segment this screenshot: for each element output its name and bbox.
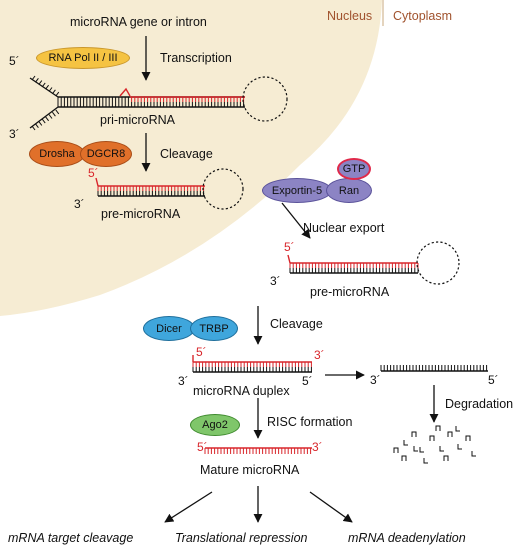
pri-microrna-stem — [57, 96, 245, 108]
exportin-5-pill: Exportin-5 — [262, 178, 332, 203]
pre-microrna-nuclear-stem — [97, 185, 205, 197]
translational-repression-label: Translational repression — [175, 531, 308, 545]
gtp-pill: GTP — [337, 158, 371, 180]
pre-nuclear-five-prime: 5´ — [88, 166, 99, 180]
duplex-red-five-prime: 5´ — [196, 345, 207, 359]
pre-microrna-cyto-stem — [289, 262, 419, 274]
pri-three-prime: 3´ — [9, 127, 20, 141]
passenger-three-prime: 3´ — [370, 373, 381, 387]
target-cleavage-arrow — [164, 491, 213, 523]
duplex-black-three-prime: 3´ — [178, 374, 189, 388]
ran-pill: Ran — [326, 178, 372, 203]
cleavage-label-1: Cleavage — [160, 147, 213, 161]
nuclear-export-arrow — [281, 202, 311, 239]
cleavage-label-2: Cleavage — [270, 317, 323, 331]
pre-microrna-cytoplasm-label: pre-microRNA — [310, 285, 390, 299]
pre-nuclear-overhang — [95, 177, 99, 187]
dgcr8-pill: DGCR8 — [80, 141, 132, 167]
pre-microrna-nuclear-loop — [202, 168, 244, 210]
cytoplasm-label: Cytoplasm — [393, 9, 453, 23]
nuclear-export-label: Nuclear export — [303, 221, 385, 235]
pre-microrna-nuclear-label: pre-microRNA — [101, 207, 181, 221]
rna-polymerase-pill: RNA Pol II / III — [36, 47, 130, 69]
pri-cleavage-mark — [119, 87, 131, 97]
microrna-duplex-ladder — [192, 361, 312, 373]
transcription-label: Transcription — [160, 51, 232, 65]
degradation-label: Degradation — [445, 397, 514, 411]
deadenylation-arrow — [309, 491, 353, 523]
passenger-five-prime: 5´ — [488, 373, 499, 387]
nucleus-region — [0, 0, 382, 316]
pre-cyto-overhang — [287, 254, 291, 264]
pri-microrna-loop — [242, 76, 288, 122]
duplex-black-five-prime: 5´ — [302, 374, 313, 388]
pre-cyto-five-prime: 5´ — [284, 240, 295, 254]
dicer-pill: Dicer — [143, 316, 195, 341]
pri-microrna-tails — [29, 77, 59, 129]
drosha-pill: Drosha — [29, 141, 85, 167]
pre-cyto-three-prime: 3´ — [270, 274, 281, 288]
pri-five-prime: 5´ — [9, 54, 20, 68]
trbp-pill: TRBP — [190, 316, 238, 341]
mrna-target-cleavage-label: mRNA target cleavage — [8, 531, 134, 545]
risc-formation-label: RISC formation — [267, 415, 353, 429]
ago2-pill: Ago2 — [190, 414, 240, 436]
mature-five-prime: 5´ — [197, 440, 208, 454]
mature-microrna-strand — [204, 447, 312, 454]
pri-microrna-label: pri-microRNA — [100, 113, 175, 127]
degraded-fragments — [393, 425, 476, 464]
mature-three-prime: 3´ — [312, 440, 323, 454]
nucleus-label: Nucleus — [327, 9, 373, 23]
passenger-strand — [380, 365, 488, 372]
pre-nuclear-three-prime: 3´ — [74, 197, 85, 211]
pre-microrna-cyto-loop — [416, 241, 460, 285]
mature-microrna-label: Mature microRNA — [200, 463, 300, 477]
mrna-deadenylation-label: mRNA deadenylation — [348, 531, 466, 545]
microrna-duplex-label: microRNA duplex — [193, 384, 290, 398]
gene-source-label: microRNA gene or intron — [70, 15, 207, 29]
duplex-red-three-prime: 3´ — [314, 348, 325, 362]
